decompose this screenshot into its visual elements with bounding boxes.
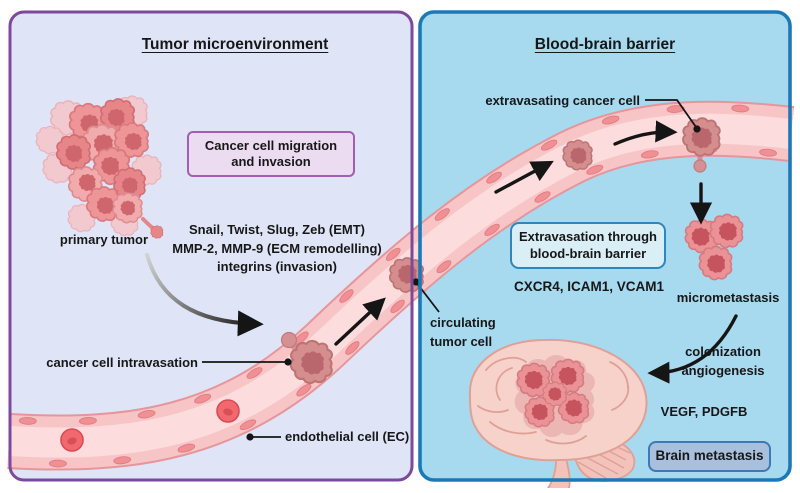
- molecule-line-mmp: MMP-2, MMP-9 (ECM remodelling): [172, 240, 382, 256]
- flow-arrows: [145, 120, 738, 384]
- colonization-label-line1: colonization: [685, 344, 761, 359]
- emt-molecule-list: Snail, Twist, Slug, Zeb (EMT) MMP-2, MMP…: [157, 221, 397, 277]
- migration-box-line2: and invasion: [231, 154, 311, 169]
- endothelial-cell-label: endothelial cell (EC): [285, 429, 410, 444]
- extravasating-cancer-cell-illustration: [682, 117, 721, 173]
- bbb-molecule-list: CXCR4, ICAM1, VCAM1: [513, 279, 665, 294]
- endothelial-nuclei: [18, 104, 777, 468]
- brain-illustration: [468, 338, 648, 488]
- extravasating-cell-label: extravasating cancer cell: [485, 93, 640, 108]
- migration-box-line1: Cancer cell migration: [204, 137, 338, 153]
- extravasation-box: Extravasation through blood-brain barrie…: [510, 222, 666, 269]
- vessel-arrow-3: [613, 120, 678, 146]
- right-panel-title: Blood-brain barrier: [534, 36, 676, 53]
- left-panel-border: [8, 10, 414, 482]
- vessel-arrow-1: [334, 297, 386, 346]
- circulating-label-line1: circulating: [430, 315, 496, 330]
- extravasation-box-line2: blood-brain barrier: [529, 245, 647, 261]
- intravasating-cancer-cell: [280, 331, 333, 385]
- colonization-label-line2: angiogenesis: [681, 362, 765, 378]
- travelling-cancer-cell: [562, 139, 593, 171]
- left-panel-title: Tumor microenvironment: [141, 36, 329, 53]
- growth-factors-label: VEGF, PDGFB: [660, 404, 748, 419]
- colonization-label: colonization angiogenesis: [642, 343, 800, 380]
- molecule-line-integrins: integrins (invasion): [217, 259, 337, 274]
- circulating-tumor-cell-label: circulating tumor cell: [430, 314, 496, 351]
- invasion-arrow: [145, 253, 264, 337]
- extravasation-box-line1: Extravasation through: [519, 229, 657, 244]
- blood-vessel: [9, 105, 791, 467]
- vessel-arrow-2: [494, 160, 554, 194]
- brain-metastasis-label: Brain metastasis: [655, 448, 764, 464]
- migration-invasion-box: Cancer cell migration and invasion: [187, 131, 355, 177]
- circulating-label-line2: tumor cell: [430, 333, 493, 349]
- right-panel-border: [418, 10, 792, 482]
- brain-metastasis-badge: Brain metastasis: [648, 441, 771, 472]
- colonization-arrow: [647, 314, 738, 384]
- red-blood-cells: [60, 399, 240, 452]
- molecule-line-emt: Snail, Twist, Slug, Zeb (EMT): [189, 222, 365, 237]
- brain-tumor-cells: [516, 358, 590, 428]
- primary-tumor-illustration: [35, 95, 164, 239]
- primary-tumor-label: primary tumor: [59, 232, 149, 247]
- intravasation-label: cancer cell intravasation: [46, 355, 198, 370]
- micrometastasis-label: micrometastasis: [676, 290, 780, 305]
